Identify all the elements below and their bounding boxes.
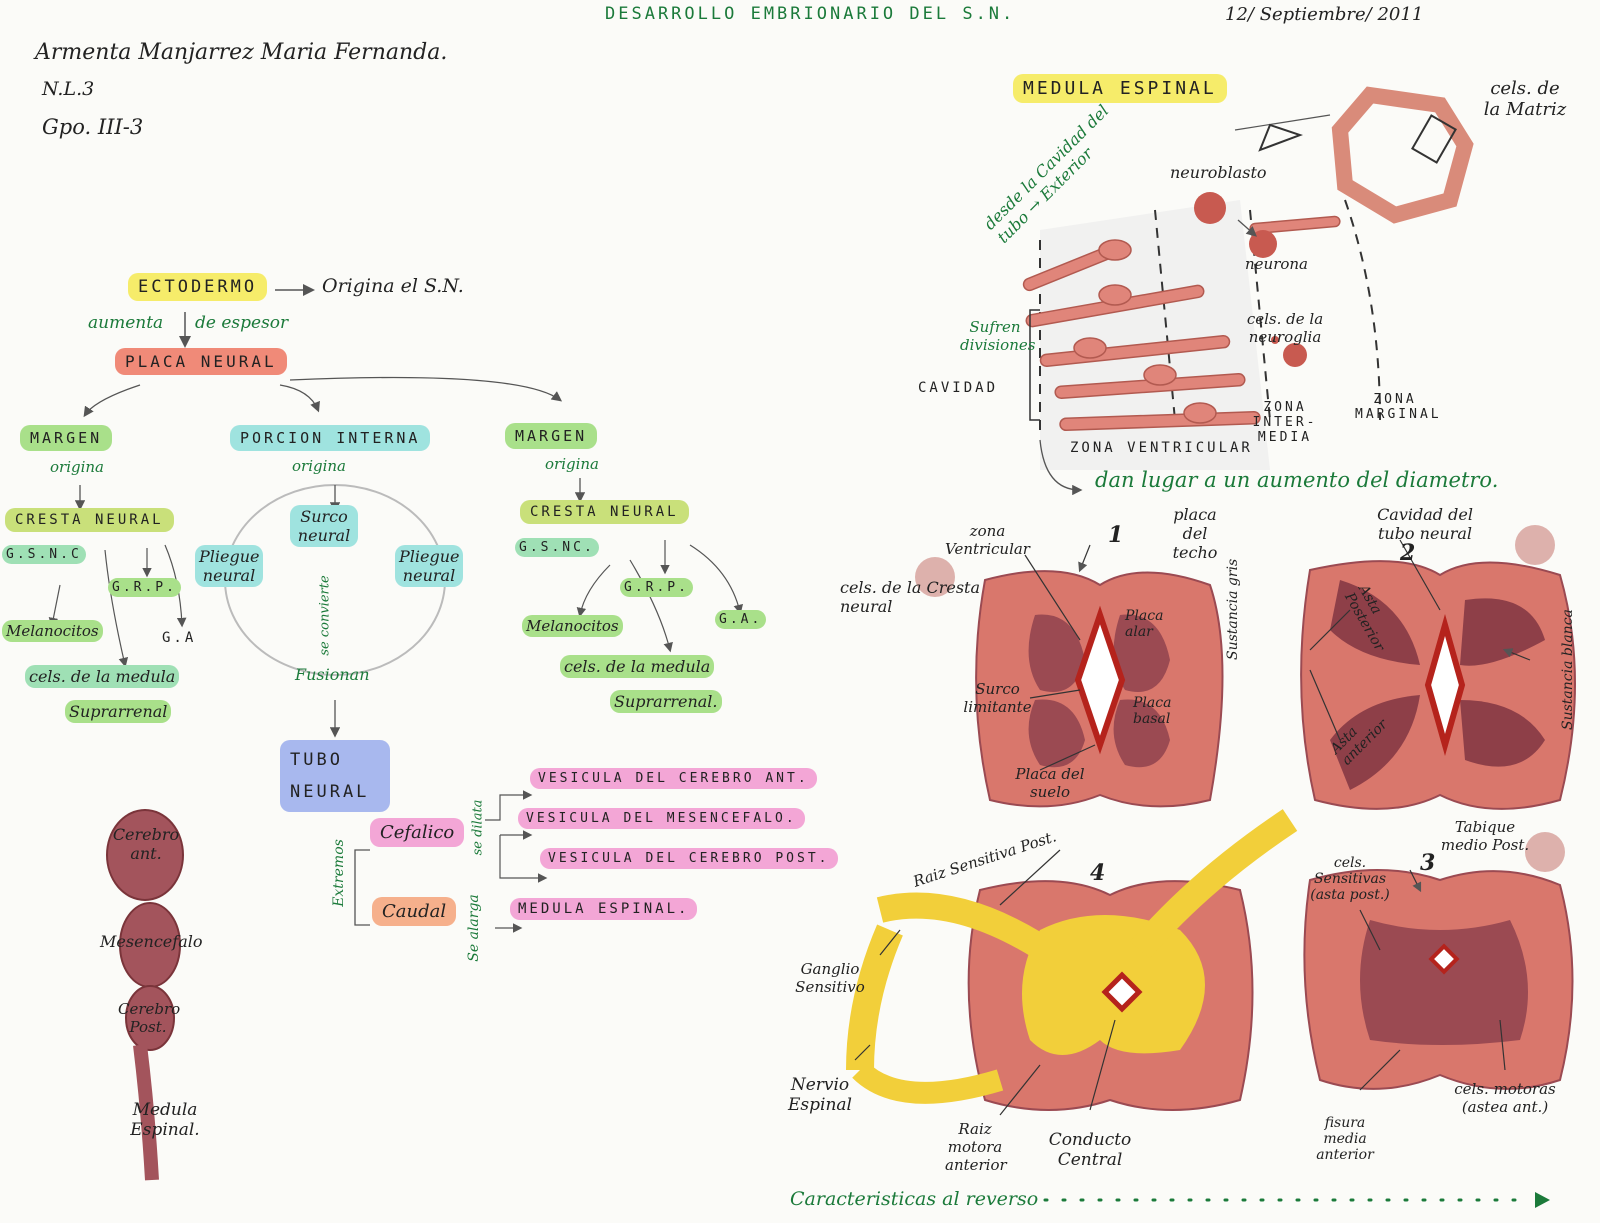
cels-cresta-neural: cels. de la Cresta neural — [840, 578, 981, 616]
margen-right-box: MARGEN — [505, 423, 598, 449]
group-label: Gpo. III-3 — [42, 115, 144, 139]
porcion-interna-box: PORCION INTERNA — [230, 425, 431, 451]
origina-sn: Origina el S.N. — [322, 275, 464, 297]
section-3-shape — [1303, 869, 1574, 1090]
author-name: Armenta Manjarrez Maria Fernanda. — [35, 40, 448, 65]
gsnc-right: G.S.NC. — [515, 538, 599, 557]
origina-right: origina — [545, 455, 600, 473]
brain-mesencefalo: Mesencefalo — [100, 932, 203, 951]
placa-suelo: Placa del suelo — [1015, 765, 1085, 801]
dan-lugar: dan lugar a un aumento del diametro. — [1095, 468, 1499, 492]
placa-neural-box: PLACA NEURAL — [115, 348, 287, 375]
melanocitos-right: Melanocitos — [522, 615, 623, 637]
vesicula-mes: VESICULA DEL MESENCEFALO. — [518, 808, 805, 829]
grp-right: G.R.P. — [620, 578, 693, 597]
cavidad-label: CAVIDAD — [918, 380, 999, 396]
margen-left-box: MARGEN — [20, 425, 113, 451]
zona-ventricular-label: ZONA VENTRICULAR — [1070, 440, 1253, 456]
conducto-central: Conducto Central — [1048, 1130, 1132, 1170]
tubo-neural-box: TUBO NEURAL — [280, 740, 390, 812]
ectodermo-box: ECTODERMO — [128, 273, 268, 301]
medula-espinal-box: MEDULA ESPINAL. — [510, 898, 698, 920]
neuroblasto-shape — [1194, 192, 1226, 224]
suprarenal-right: Suprarrenal. — [610, 690, 722, 713]
cels-motoras: cels. motoras (astea ant.) — [1454, 1080, 1556, 1116]
neuroblasto-label: neuroblasto — [1170, 163, 1267, 182]
origina-mid: origina — [292, 457, 347, 475]
cels-sensitivas: cels. Sensitivas (asta post.) — [1310, 855, 1390, 903]
section-1-shape — [975, 570, 1224, 808]
sustancia-gris: Sustancia gris — [1225, 558, 1241, 660]
se-alarga-label: Se alarga — [465, 894, 482, 962]
page-date: 12/ Septiembre/ 2011 — [1225, 4, 1424, 25]
fisura-media: fisura media anterior — [1316, 1115, 1374, 1163]
surco-neural: Surco neural — [290, 505, 358, 547]
brain-cerebro-ant: Cerebro ant. — [112, 825, 180, 863]
cefalico-box: Cefalico — [370, 818, 465, 847]
sufren-divisiones: Sufren divisiones — [960, 318, 1036, 354]
ga-right: G.A. — [715, 610, 767, 629]
cels-matriz: cels. de la Matriz — [1483, 78, 1567, 120]
placa-techo: placa del techo — [1172, 505, 1218, 562]
tabique-medio: Tabique medio Post. — [1440, 818, 1530, 854]
cels-neuroglia-label: cels. de la neuroglia — [1246, 310, 1324, 346]
nervio-espinal: Nervio Espinal — [788, 1075, 852, 1115]
cels-medula-left: cels. de la medula — [25, 665, 180, 688]
cavidad-tubo-neural: Cavidad del tubo neural — [1377, 505, 1473, 543]
suprarenal-left: Suprarrenal — [65, 700, 172, 723]
de-espesor-label: de espesor — [195, 313, 289, 333]
ganglio-sensitivo: Ganglio Sensitivo — [795, 960, 865, 996]
raiz-motora: Raiz motora anterior — [945, 1120, 1007, 1174]
pliegue-right: Pliegue neural — [395, 545, 463, 587]
melanocitos-left: Melanocitos — [2, 620, 103, 642]
surco-limitante: Surco limitante — [963, 680, 1032, 716]
se-dilata-label: se dilata — [470, 799, 486, 856]
vesicula-post: VESICULA DEL CEREBRO POST. — [540, 848, 838, 869]
vesicula-ant: VESICULA DEL CEREBRO ANT. — [530, 768, 817, 789]
placa-basal: Placa basal — [1133, 695, 1172, 727]
section-4-shape — [846, 809, 1298, 1111]
origina-left: origina — [50, 458, 105, 476]
caudal-box: Caudal — [372, 897, 457, 926]
sustancia-blanca: Sustancia blanca — [1560, 609, 1576, 730]
zona-ventricular-s1: zona Ventricular — [945, 522, 1030, 558]
neurona-label: neurona — [1245, 255, 1309, 273]
cresta-left-box: CRESTA NEURAL — [5, 508, 174, 532]
section-number-3: 3 — [1420, 850, 1436, 876]
gsnc-left: G.S.N.C — [2, 545, 86, 564]
cerebro-ant-shape — [106, 809, 184, 901]
footer-note: Caracteristicas al reverso — [790, 1188, 1039, 1210]
pliegue-left: Pliegue neural — [195, 545, 263, 587]
zona-marginal-label: ZONA MARGINAL — [1355, 392, 1442, 422]
placa-alar: Placa alar — [1125, 608, 1164, 640]
fusionan: Fusionan — [295, 665, 370, 684]
page-title: DESARROLLO EMBRIONARIO DEL S.N. — [605, 4, 1016, 24]
grp-left: G.R.P. — [108, 578, 181, 597]
section-number-2: 2 — [1400, 540, 1416, 566]
brain-medula: Medula Espinal. — [130, 1100, 200, 1140]
ga-left: G.A — [162, 630, 197, 646]
section-number-1: 1 — [1108, 522, 1124, 548]
section-number-4: 4 — [1090, 860, 1106, 886]
section-2-shape — [1300, 560, 1576, 810]
cels-medula-right: cels. de la medula — [560, 655, 715, 678]
zona-intermedia-label: ZONA INTER- MEDIA — [1252, 400, 1318, 445]
cresta-right-box: CRESTA NEURAL — [520, 500, 689, 524]
medula-title: MEDULA ESPINAL — [1013, 74, 1227, 103]
list-number: N.L.3 — [42, 78, 95, 100]
se-convierte: se convierte — [317, 575, 333, 656]
aumenta-label: aumenta — [88, 313, 164, 333]
extremos-label: Extremos — [330, 839, 347, 907]
brain-cerebro-post: Cerebro Post. — [118, 1000, 181, 1036]
